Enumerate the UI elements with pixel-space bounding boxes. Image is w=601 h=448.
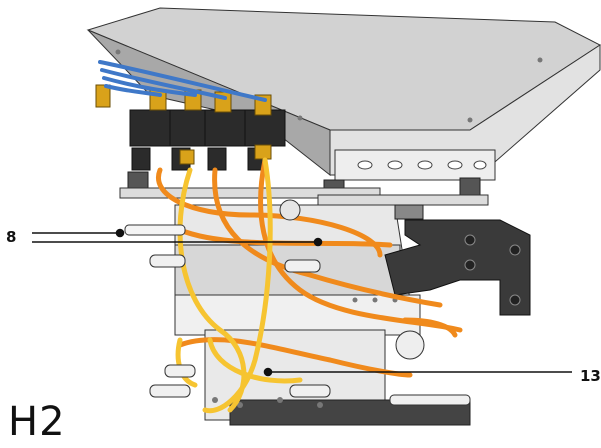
mounting-bracket xyxy=(384,204,531,316)
blue-hoses xyxy=(98,60,267,102)
view-title: H2 xyxy=(8,399,66,445)
mounts xyxy=(119,171,489,206)
callout-13-label: 13 xyxy=(580,367,601,385)
valve-manifold xyxy=(95,84,286,171)
callout-13-leader xyxy=(263,367,572,377)
orange-hoses xyxy=(156,157,463,378)
flange-plate xyxy=(334,149,496,181)
callout-8-label: 8 xyxy=(6,228,17,246)
callout-8-leader xyxy=(32,228,323,247)
hopper xyxy=(86,7,601,177)
cylinders xyxy=(124,199,471,406)
